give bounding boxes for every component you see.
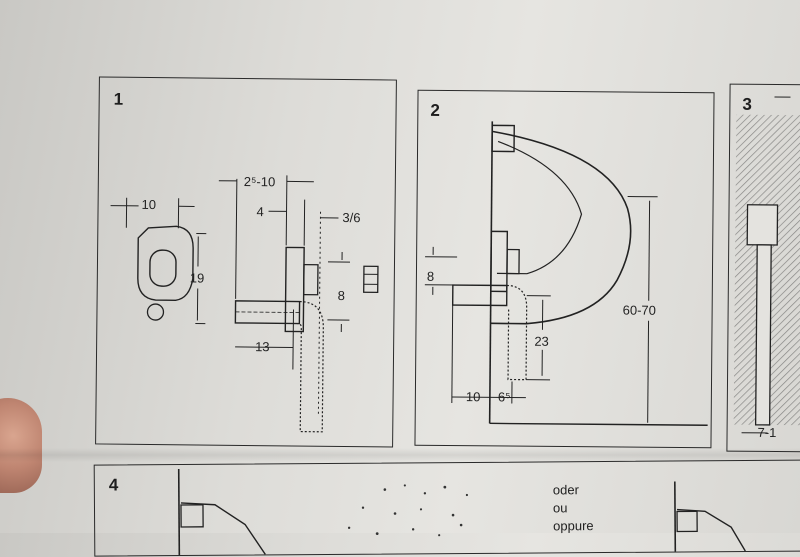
wall-section-diagram [727, 85, 800, 452]
instruction-sheet: 1 [0, 0, 800, 533]
panel-3: 3 7-1 [726, 84, 800, 453]
dim-7-1: 7-1 [757, 425, 776, 440]
alt-text-ou: ou [553, 500, 568, 515]
mounting-bracket-diagram [96, 77, 396, 446]
panel-1: 1 [95, 76, 397, 447]
panel-2: 2 [414, 90, 714, 449]
thumb [0, 398, 42, 493]
dim-19: 19 [190, 270, 205, 285]
installation-step-4-diagram [95, 460, 800, 555]
dim-60-70: 60-70 [623, 303, 656, 318]
alt-text-oppure: oppure [553, 518, 594, 533]
dim-8: 8 [338, 288, 345, 303]
alt-text-oder: oder [553, 482, 579, 497]
dim-25-10: 2⁵-10 [244, 174, 276, 189]
dim-6-5: 6⁵ [498, 389, 511, 404]
paper-fold [0, 448, 800, 462]
dim-3-6: 3/6 [342, 210, 360, 225]
dim-10: 10 [466, 389, 481, 404]
dim-13: 13 [255, 339, 270, 354]
dim-8: 8 [427, 269, 434, 284]
dim-4: 4 [256, 204, 263, 219]
panel-4: 4 oder ou oppure [94, 459, 800, 556]
dim-10: 10 [142, 197, 157, 212]
dim-23: 23 [534, 334, 549, 349]
urinal-section-diagram [415, 91, 713, 448]
